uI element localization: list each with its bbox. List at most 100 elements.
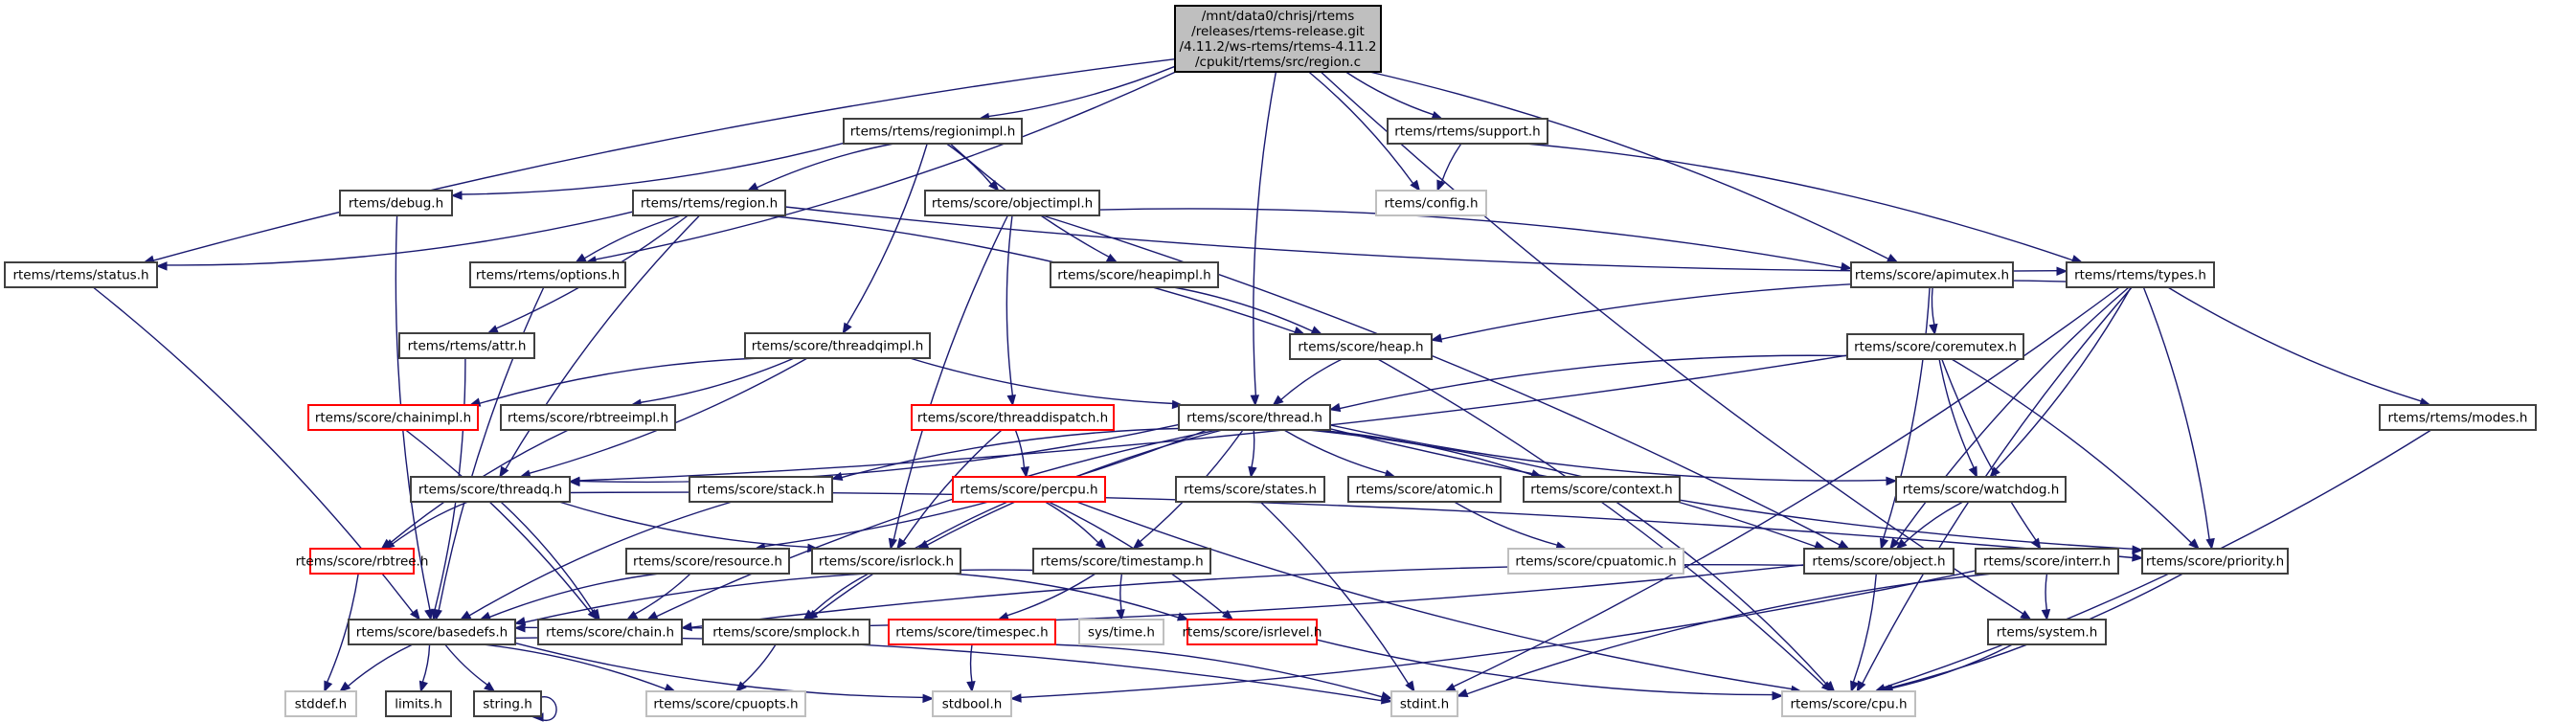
- node-cpuopts[interactable]: rtems/score/cpuopts.h: [645, 690, 806, 717]
- node-isrlock[interactable]: rtems/score/isrlock.h: [811, 548, 961, 575]
- edge-arrowhead: [324, 680, 333, 693]
- node-threadqimpl[interactable]: rtems/score/threadqimpl.h: [744, 332, 931, 359]
- edge-line: [594, 71, 1177, 260]
- edge-arrowhead: [2056, 266, 2068, 276]
- node-label: rtems/score/priority.h: [2146, 554, 2284, 570]
- node-box: [309, 548, 415, 575]
- edge-arrowhead: [625, 610, 639, 620]
- edge-heap-to-thread: [1272, 358, 1343, 406]
- node-timestamp[interactable]: rtems/score/timestamp.h: [1032, 548, 1211, 575]
- node-status[interactable]: rtems/rtems/status.h: [4, 261, 158, 288]
- node-percpu[interactable]: rtems/score/percpu.h: [952, 476, 1106, 503]
- node-cpu[interactable]: rtems/score/cpu.h: [1781, 690, 1916, 717]
- edge-line: [1314, 429, 1534, 476]
- node-debug[interactable]: rtems/debug.h: [339, 190, 453, 216]
- edge-line: [504, 214, 701, 471]
- node-priority[interactable]: rtems/score/priority.h: [2141, 548, 2289, 575]
- edge-root-to-support: [1344, 71, 1444, 120]
- edge-regionimpl-to-debug: [450, 142, 845, 200]
- edge-root-to-thread: [1250, 71, 1277, 407]
- edge-line: [523, 569, 1034, 623]
- node-chainimpl[interactable]: rtems/score/chainimpl.h: [307, 404, 479, 431]
- node-label: rtems/score/watchdog.h: [1903, 483, 2060, 498]
- node-states[interactable]: rtems/score/states.h: [1175, 476, 1325, 503]
- edge-line: [950, 573, 1180, 619]
- node-threadq[interactable]: rtems/score/threadq.h: [410, 476, 571, 503]
- node-heap[interactable]: rtems/score/heap.h: [1289, 333, 1433, 360]
- node-thread[interactable]: rtems/score/thread.h: [1178, 404, 1331, 431]
- node-label: rtems/score/resource.h: [633, 554, 782, 570]
- node-rbtree[interactable]: rtems/score/rbtree.h: [296, 548, 429, 575]
- node-apimutex[interactable]: rtems/score/apimutex.h: [1850, 261, 2014, 288]
- node-attr[interactable]: rtems/rtems/attr.h: [398, 332, 535, 359]
- node-limits[interactable]: limits.h: [385, 690, 452, 717]
- node-objectimpl[interactable]: rtems/score/objectimpl.h: [924, 190, 1100, 216]
- edge-root-to-system: [1320, 71, 2032, 620]
- edge-arrowhead: [1895, 538, 1908, 550]
- node-stdint[interactable]: stdint.h: [1390, 690, 1458, 717]
- node-types[interactable]: rtems/rtems/types.h: [2066, 261, 2215, 288]
- edge-line: [1014, 429, 1026, 469]
- node-box: [1347, 476, 1502, 503]
- edge-threadqimpl-to-chainimpl: [468, 357, 761, 407]
- node-stdbool[interactable]: stdbool.h: [932, 690, 1012, 717]
- edge-apimutex-to-object: [1879, 286, 1931, 551]
- edge-line: [438, 286, 545, 612]
- node-smplock[interactable]: rtems/score/smplock.h: [702, 619, 870, 645]
- node-chain[interactable]: rtems/score/chain.h: [537, 619, 683, 645]
- node-label: rtems/system.h: [1997, 625, 2098, 641]
- node-context[interactable]: rtems/score/context.h: [1523, 476, 1681, 503]
- node-label: rtems/score/threaddispatch.h: [917, 411, 1108, 426]
- node-atomic[interactable]: rtems/score/atomic.h: [1347, 476, 1502, 503]
- edge-line: [633, 573, 691, 616]
- node-isrlevel[interactable]: rtems/score/isrlevel.h: [1183, 619, 1322, 645]
- node-object[interactable]: rtems/score/object.h: [1803, 548, 1955, 575]
- edge-line: [1616, 501, 1829, 687]
- node-box: [469, 261, 626, 288]
- node-string[interactable]: string.h: [473, 690, 542, 717]
- edge-basedefs-to-stddef: [339, 643, 414, 692]
- node-resource[interactable]: rtems/score/resource.h: [625, 548, 790, 575]
- node-rbtreeimpl[interactable]: rtems/score/rbtreeimpl.h: [500, 404, 676, 431]
- edge-line: [1006, 573, 1096, 617]
- edge-line: [1440, 143, 1462, 184]
- node-heapimpl[interactable]: rtems/score/heapimpl.h: [1050, 261, 1219, 288]
- edge-line: [1308, 429, 1817, 548]
- node-support[interactable]: rtems/rtems/support.h: [1387, 118, 1548, 145]
- node-root[interactable]: /mnt/data0/chrisj/rtems/releases/rtems-r…: [1174, 5, 1382, 73]
- node-options[interactable]: rtems/rtems/options.h: [469, 261, 626, 288]
- node-timespec[interactable]: rtems/score/timespec.h: [888, 619, 1056, 645]
- node-system[interactable]: rtems/system.h: [1987, 619, 2107, 645]
- node-label: rtems/score/timespec.h: [895, 625, 1048, 641]
- node-cpuatomic[interactable]: rtems/score/cpuatomic.h: [1507, 548, 1684, 575]
- node-label: rtems/rtems/region.h: [641, 196, 778, 212]
- node-box: [702, 619, 870, 645]
- node-regionimpl[interactable]: rtems/rtems/regionimpl.h: [843, 118, 1023, 145]
- node-threaddispatch[interactable]: rtems/score/threaddispatch.h: [911, 404, 1115, 431]
- edge-line: [1259, 501, 1410, 686]
- edge-regionimpl-to-region: [746, 143, 894, 192]
- edge-line: [741, 643, 777, 686]
- node-config[interactable]: rtems/config.h: [1375, 190, 1487, 216]
- node-systime[interactable]: sys/time.h: [1078, 619, 1164, 645]
- edge-line: [1006, 214, 1014, 397]
- edge-arrowhead: [1456, 688, 1469, 698]
- edge-timespec-to-stdint: [1050, 643, 1393, 701]
- node-watchdog[interactable]: rtems/score/watchdog.h: [1895, 476, 2067, 503]
- node-stack[interactable]: rtems/score/stack.h: [689, 476, 833, 503]
- node-coremutex[interactable]: rtems/score/coremutex.h: [1846, 333, 2024, 360]
- node-modes[interactable]: rtems/rtems/modes.h: [2379, 404, 2537, 431]
- node-basedefs[interactable]: rtems/score/basedefs.h: [348, 619, 516, 645]
- edge-line: [577, 423, 1180, 484]
- edge-arrowhead: [2041, 609, 2051, 621]
- node-region[interactable]: rtems/rtems/region.h: [632, 190, 786, 216]
- node-box: [911, 404, 1115, 431]
- edge-arrowhead: [1405, 680, 1415, 693]
- node-box: [1289, 333, 1433, 360]
- edge-line: [1994, 286, 2132, 471]
- node-stddef[interactable]: stddef.h: [284, 690, 357, 717]
- node-label: rtems/score/percpu.h: [960, 483, 1097, 498]
- node-label: rtems/rtems/types.h: [2074, 268, 2206, 283]
- node-box: [1803, 548, 1955, 575]
- node-interr[interactable]: rtems/score/interr.h: [1975, 548, 2119, 575]
